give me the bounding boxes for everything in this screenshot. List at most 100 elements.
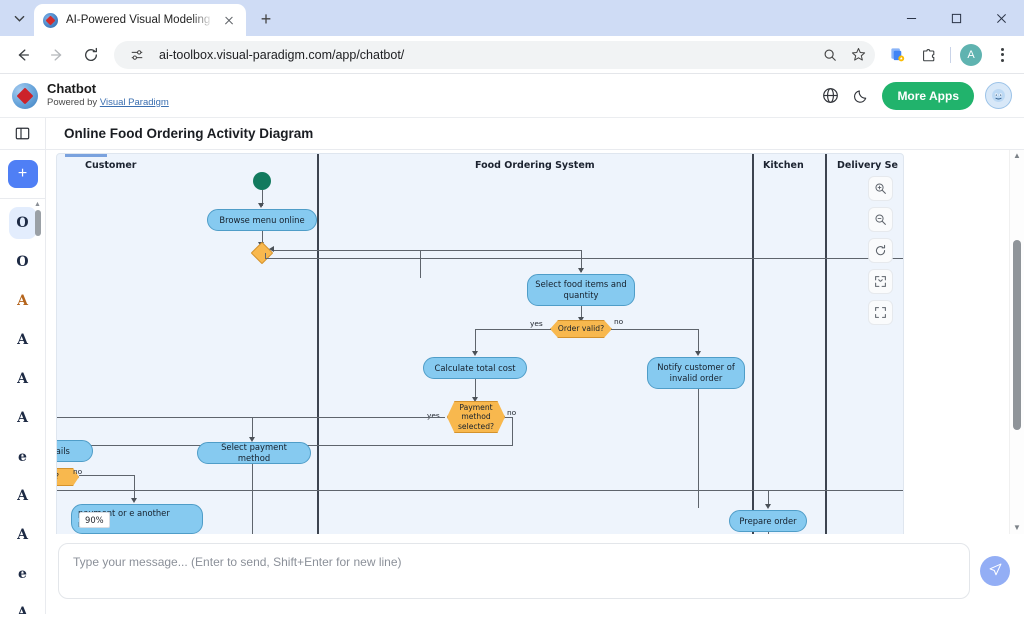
scroll-up-icon[interactable]: ▲: [1013, 151, 1021, 160]
edge-prepare-in-v: [768, 490, 770, 507]
powered-by-text: Powered by Visual Paradigm: [47, 96, 169, 108]
scrollbar-thumb[interactable]: [34, 210, 41, 236]
zoom-icon[interactable]: [817, 42, 843, 68]
scrollbar-track[interactable]: [1010, 160, 1024, 524]
site-settings-icon[interactable]: [124, 42, 150, 68]
edge-notify-down: [698, 389, 700, 508]
edge-browse-merge: [261, 231, 263, 245]
edge-label-pay-no: no: [507, 408, 517, 417]
edge-label-order-yes: yes: [530, 319, 543, 328]
node-browse-menu-online[interactable]: Browse menu online: [207, 209, 317, 231]
edge-to-select-pay: [252, 417, 254, 440]
lane-separator-1: [317, 154, 319, 534]
more-apps-button[interactable]: More Apps: [882, 81, 974, 110]
edge-no-v: [698, 329, 700, 354]
forward-icon[interactable]: [42, 40, 72, 70]
puzzle-icon[interactable]: [915, 40, 943, 70]
arrowhead-browse: [258, 203, 264, 208]
arrowhead-calc-cost: [471, 351, 478, 356]
minimize-icon[interactable]: [889, 0, 934, 36]
edge-merge-in-lower: [265, 258, 903, 260]
reload-icon[interactable]: [76, 40, 106, 70]
node-select-payment-method[interactable]: Select payment method: [197, 442, 311, 464]
new-tab-button[interactable]: +: [260, 8, 272, 29]
arrowhead-retry: [130, 498, 137, 503]
node-select-food-items[interactable]: Select food items and quantity: [527, 274, 635, 306]
panel-toggle-icon[interactable]: [0, 117, 46, 150]
sidebar-item-7[interactable]: A: [17, 488, 28, 504]
chat-scroll-area: Customer Food Ordering System Kitchen De…: [46, 150, 1024, 534]
browser-tabstrip: AI-Powered Visual Modeling Ch +: [0, 0, 1024, 36]
arrowhead-notify: [694, 351, 701, 356]
edge-no-h: [611, 329, 699, 331]
tab-search-button[interactable]: [4, 4, 34, 32]
lane-separator-3: [825, 154, 827, 534]
reset-view-icon[interactable]: [868, 238, 893, 263]
new-chat-button[interactable]: +: [7, 160, 38, 188]
node-prepare-order[interactable]: Prepare order: [729, 510, 807, 532]
arrowhead-select: [577, 268, 584, 273]
chatbot-avatar-icon[interactable]: [985, 82, 1012, 109]
zoom-in-icon[interactable]: [868, 176, 893, 201]
browser-tab[interactable]: AI-Powered Visual Modeling Ch: [34, 4, 246, 36]
app-header: Chatbot Powered by Visual Paradigm More …: [0, 74, 1024, 118]
edge-clipped-v: [134, 475, 136, 501]
sidebar-item-3[interactable]: A: [17, 332, 28, 348]
app-body: + O O A A A A e A A e A ▲: [0, 150, 1024, 614]
lane-label-customer: Customer: [85, 160, 137, 171]
sidebar-item-9[interactable]: e: [18, 566, 27, 582]
address-bar[interactable]: ai-toolbox.visual-paradigm.com/app/chatb…: [114, 40, 875, 69]
arrowhead-prepare: [764, 504, 771, 509]
message-composer: [46, 534, 1024, 614]
url-text: ai-toolbox.visual-paradigm.com/app/chatb…: [159, 47, 405, 62]
visual-paradigm-link[interactable]: Visual Paradigm: [99, 96, 169, 108]
bookmark-star-icon[interactable]: [845, 42, 871, 68]
browser-toolbar: ai-toolbox.visual-paradigm.com/app/chatb…: [0, 36, 1024, 74]
scroll-up-icon[interactable]: ▲: [34, 201, 41, 208]
edge-to-select-v: [581, 249, 583, 272]
profile-avatar[interactable]: A: [960, 43, 982, 66]
window-close-icon[interactable]: [979, 0, 1024, 36]
chat-scrollbar[interactable]: ▲ ▼: [1009, 150, 1024, 534]
decision-order-valid[interactable]: Order valid?: [550, 320, 612, 338]
extension-icon[interactable]: [883, 40, 911, 70]
sidebar-item-5[interactable]: A: [17, 410, 28, 426]
sidebar-item-10[interactable]: A: [17, 605, 28, 614]
moon-icon[interactable]: [851, 86, 871, 106]
node-calculate-total-cost[interactable]: Calculate total cost: [423, 357, 527, 379]
sidebar-item-8[interactable]: A: [17, 527, 28, 543]
fit-screen-icon[interactable]: [868, 269, 893, 294]
close-icon[interactable]: [221, 12, 237, 28]
sidebar-list[interactable]: O O A A A A e A A e A ▲: [0, 199, 45, 614]
lane-tab-marker: [65, 154, 107, 157]
decision-payment-method-selected[interactable]: Payment method selected?: [447, 401, 505, 433]
sidebar-item-4[interactable]: A: [17, 371, 28, 387]
node-details-clipped[interactable]: details: [57, 440, 93, 462]
edge-lane-crossing: [57, 490, 903, 492]
edge-select-pay-down: [252, 464, 254, 534]
edge-merge-in-lower-v: [265, 253, 267, 259]
sidebar-scrollbar[interactable]: ▲: [33, 201, 42, 612]
edge-merge-in-upper: [273, 249, 421, 251]
sidebar-item-2[interactable]: A: [17, 293, 28, 309]
send-button[interactable]: [980, 556, 1010, 586]
decision-clipped[interactable]: l?: [57, 468, 79, 486]
zoom-out-icon[interactable]: [868, 207, 893, 232]
kebab-menu-icon[interactable]: [988, 40, 1016, 70]
sidebar-item-0[interactable]: O: [8, 207, 37, 239]
scroll-down-icon[interactable]: ▼: [1013, 523, 1021, 532]
maximize-icon[interactable]: [934, 0, 979, 36]
node-notify-invalid-order[interactable]: Notify customer of invalid order: [647, 357, 745, 389]
fullscreen-icon[interactable]: [868, 300, 893, 325]
edge-select-decision: [581, 306, 583, 320]
scrollbar-thumb[interactable]: [1013, 240, 1021, 430]
activity-diagram[interactable]: Customer Food Ordering System Kitchen De…: [56, 153, 904, 534]
back-icon[interactable]: [8, 40, 38, 70]
sidebar-item-6[interactable]: e: [18, 449, 27, 465]
chat-main: Customer Food Ordering System Kitchen De…: [46, 150, 1024, 614]
edge-yes-v: [475, 329, 477, 354]
toolbar-divider: [950, 46, 951, 63]
globe-icon[interactable]: [820, 86, 840, 106]
message-input[interactable]: [58, 543, 970, 599]
sidebar-item-1[interactable]: O: [16, 254, 29, 270]
